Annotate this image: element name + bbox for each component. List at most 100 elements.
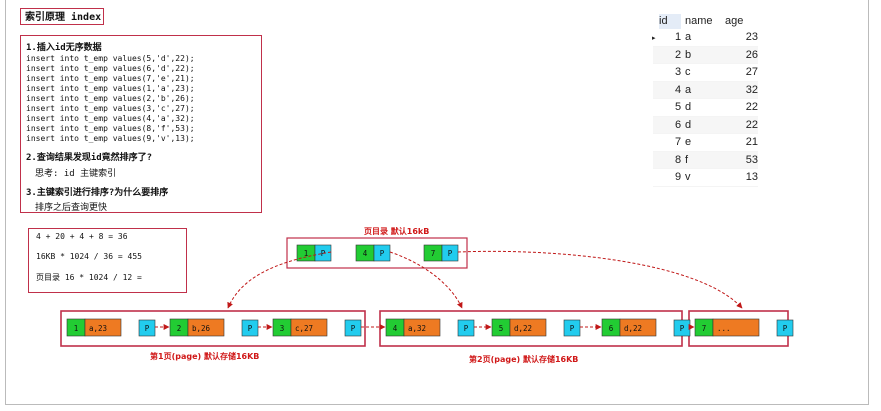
- record-data-cell: [187, 318, 225, 337]
- record-data-cell: [290, 318, 328, 337]
- cell-id: 1: [675, 31, 682, 43]
- insert-line: insert into t_emp values(1,'a',23);: [26, 84, 195, 93]
- cell-age: 32: [745, 83, 758, 96]
- record-key: 7: [702, 324, 707, 333]
- notes-panel: 1.插入id无序数据 insert into t_emp values(5,'d…: [20, 35, 262, 213]
- canvas-frame: [5, 0, 869, 405]
- record-data: b,26: [192, 324, 211, 333]
- cell-id: 5: [675, 101, 682, 113]
- record-data-cell: [84, 318, 122, 337]
- record-data: ...: [717, 324, 731, 333]
- record-pointer-cell: [563, 319, 581, 337]
- record-data-cell: [403, 318, 441, 337]
- record-data-cell: [712, 318, 760, 337]
- record-pointer: P: [464, 324, 469, 333]
- pointer-arrows: [155, 250, 743, 330]
- cell-name: e: [685, 136, 692, 148]
- page-1-frame: [60, 310, 366, 347]
- notes-section-2: 2.查询结果发现id竟然排序了?: [26, 153, 153, 163]
- record-key: 2: [177, 324, 182, 333]
- cell-age: 22: [745, 118, 758, 131]
- page-1-label: 第1页(page) 默认存储16KB: [150, 351, 259, 361]
- record-key: 5: [499, 324, 504, 333]
- table-header: id name age: [653, 14, 758, 29]
- record-data: c,27: [295, 324, 313, 333]
- record-key: 1: [74, 324, 79, 333]
- cell-age: 23: [745, 31, 758, 43]
- insert-line: insert into t_emp values(4,'a',32);: [26, 114, 195, 123]
- cell-name: f: [685, 153, 689, 166]
- directory-pointer: P: [448, 249, 453, 258]
- notes-answer: 排序之后查询更快: [35, 203, 108, 213]
- directory-frame: [286, 237, 468, 269]
- cell-id: 6: [675, 118, 682, 131]
- page-2-label: 第2页(page) 默认存储16KB: [469, 354, 578, 364]
- insert-line: insert into t_emp values(7,'e',21);: [26, 74, 195, 83]
- cell-age: 53: [745, 153, 758, 166]
- record-pointer-cell: [344, 319, 362, 337]
- cell-name: d: [685, 118, 692, 131]
- cell-id: 8: [675, 153, 682, 166]
- cell-age: 13: [745, 171, 758, 183]
- insert-line: insert into t_emp values(9,'v',13);: [26, 134, 195, 143]
- cell-age: 27: [745, 66, 758, 78]
- cell-name: d: [685, 101, 692, 113]
- record-pointer: P: [680, 324, 685, 333]
- record-key: 6: [609, 324, 614, 333]
- notes-think: 思考: id 主键索引: [35, 169, 117, 179]
- record-pointer-cell: [776, 319, 794, 337]
- calc-line-1: 4 + 20 + 4 + 8 = 36: [36, 232, 128, 241]
- insert-line: insert into t_emp values(6,'d',22);: [26, 64, 195, 73]
- current-row-marker-icon: ▸: [652, 35, 656, 42]
- directory-to-page-3-arrow: [457, 250, 743, 309]
- cell-name: v: [685, 171, 691, 183]
- record-data: d,22: [624, 324, 642, 333]
- directory-to-page-1-arrow: [227, 251, 332, 309]
- record-pointer-cell: [457, 319, 475, 337]
- record-key: 3: [280, 324, 285, 333]
- cell-id: 3: [675, 66, 682, 78]
- insert-line: insert into t_emp values(5,'d',22);: [26, 54, 195, 63]
- column-header-id[interactable]: id: [659, 14, 681, 29]
- record-data: a,23: [89, 324, 107, 333]
- record-pointer-cell: [241, 319, 259, 337]
- page-title: 索引原理 index: [20, 8, 104, 25]
- record-data-cell: [509, 318, 547, 337]
- cell-name: a: [685, 83, 692, 96]
- record-data: d,22: [514, 324, 532, 333]
- record-pointer: P: [783, 324, 788, 333]
- insert-line: insert into t_emp values(2,'b',26);: [26, 94, 195, 103]
- notes-section-3: 3.主键索引进行排序?为什么要排序: [26, 188, 169, 198]
- record-pointer-cell: [138, 319, 156, 337]
- calc-panel: 4 + 20 + 4 + 8 = 36 16KB * 1024 / 36 = 4…: [28, 228, 187, 293]
- cell-id: 4: [675, 83, 682, 96]
- directory-label: 页目录 默认16kB: [364, 226, 429, 236]
- column-header-name[interactable]: name: [685, 15, 713, 27]
- cell-age: 21: [745, 136, 758, 148]
- cell-name: c: [685, 66, 691, 78]
- directory-pointer-cell: [441, 244, 459, 262]
- calc-line-2: 16KB * 1024 / 36 = 455: [36, 252, 142, 261]
- record-pointer: P: [248, 324, 253, 333]
- record-data: a,32: [408, 324, 426, 333]
- column-header-age[interactable]: age: [725, 15, 744, 27]
- record-data-cell: [619, 318, 657, 337]
- calc-line-3: 页目录 16 * 1024 / 12 =: [36, 273, 142, 282]
- cell-age: 22: [745, 101, 758, 113]
- insert-line: insert into t_emp values(8,'f',53);: [26, 124, 195, 133]
- record-pointer: P: [351, 324, 356, 333]
- cell-name: b: [685, 48, 692, 61]
